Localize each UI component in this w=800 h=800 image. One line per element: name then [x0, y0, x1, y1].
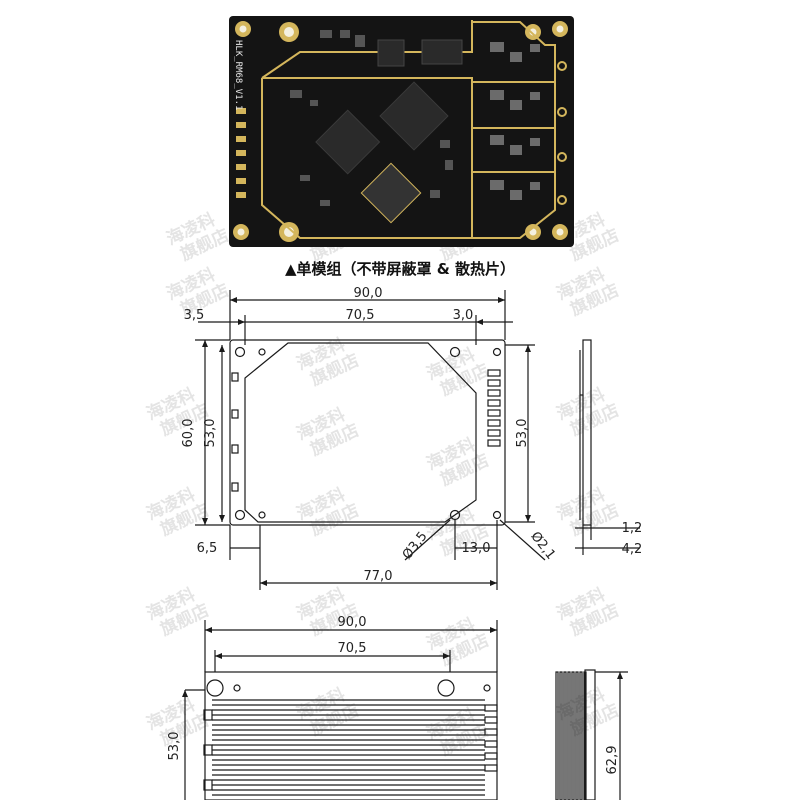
side-fin — [555, 671, 559, 800]
dim-pcb-thickness: 1,2 — [622, 521, 643, 536]
heatsink-view-drawing — [184, 620, 628, 800]
board-outline — [229, 339, 506, 526]
photo-caption: ▲单模组（不带屏蔽罩 & 散热片） — [285, 260, 515, 278]
side-fin — [559, 671, 563, 800]
side-fin — [575, 671, 579, 800]
shield-outline — [261, 77, 473, 239]
dim-bottom-left: 6,5 — [197, 541, 218, 556]
top-view-drawing — [195, 290, 640, 590]
rf-shield-outline — [472, 21, 556, 239]
side-fin — [571, 671, 575, 800]
watermark-layer: 海凌科旗舰店海凌科旗舰店海凌科旗舰店海凌科旗舰店海凌科旗舰店海凌科旗舰店海凌科旗… — [143, 209, 622, 760]
dim-overall-height: 60,0 — [181, 419, 196, 448]
shield-outline-drawing — [244, 342, 477, 523]
hs-dim-inner-width: 70,5 — [338, 641, 367, 656]
hs-dim-overall-width: 90,0 — [338, 615, 367, 630]
flash-chip — [360, 162, 422, 224]
side-view-pcb — [582, 339, 592, 526]
board-label: HLK_RM68_V1.1 — [233, 40, 243, 110]
hs-dim-height-left: 53,0 — [167, 732, 182, 761]
side-fin — [563, 671, 567, 800]
heatsink-arrows — [182, 627, 623, 697]
hs-dim-height-right: 62,9 — [605, 746, 620, 775]
dim-inner-height-left: 53,0 — [203, 419, 218, 448]
dim-hole-span: 77,0 — [364, 569, 393, 584]
soc-chip — [315, 109, 381, 175]
side-fin — [567, 671, 571, 800]
dim-inner-height-right: 53,0 — [515, 419, 530, 448]
dim-right-offset: 3,0 — [453, 308, 474, 323]
dim-hole-large: Ø3,5 — [400, 529, 431, 563]
pcb-photo: HLK_RM68_V1.1 — [229, 16, 574, 247]
heatsink-outline — [204, 671, 498, 800]
heatsink-hole — [206, 679, 224, 697]
side-fin — [579, 671, 583, 800]
heatsink-hole — [437, 679, 455, 697]
memory-chip — [379, 81, 449, 151]
dim-inner-width: 70,5 — [346, 308, 375, 323]
dim-total-thickness: 4,2 — [622, 542, 643, 557]
dimension-arrows — [202, 297, 531, 586]
dim-bottom-right: 13,0 — [462, 541, 491, 556]
dim-overall-width: 90,0 — [354, 286, 383, 301]
dim-left-offset: 3,5 — [184, 308, 205, 323]
dim-hole-small: Ø2,1 — [527, 529, 558, 563]
